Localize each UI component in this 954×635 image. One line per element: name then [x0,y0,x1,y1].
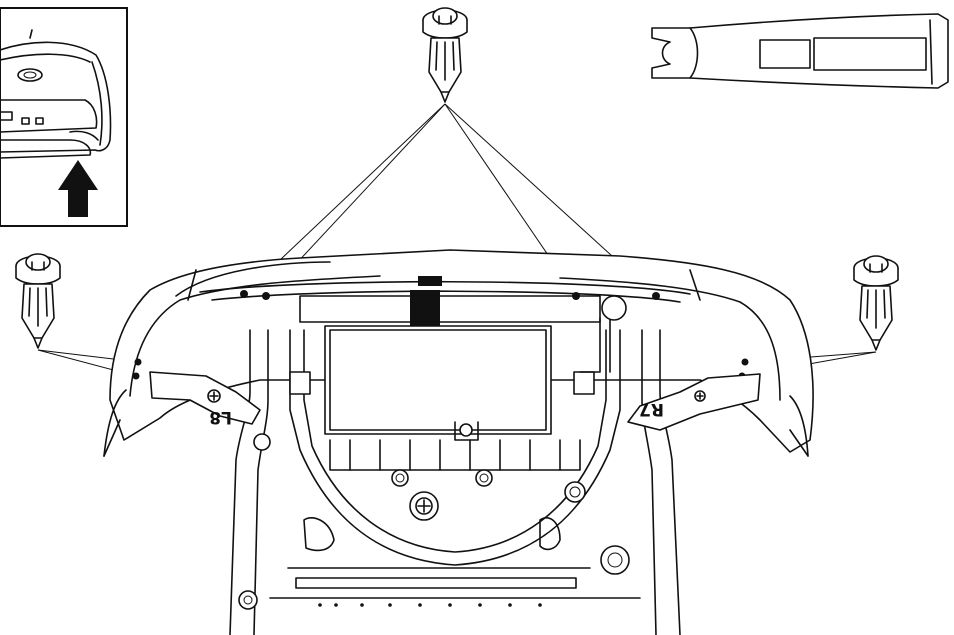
clip-left [15,253,61,349]
left-panel-label: L8 [209,407,232,427]
right-panel-label: R7 [639,399,664,419]
vehicle-inset [0,7,128,227]
up-arrow-icon [58,160,98,217]
clip-right [853,255,899,351]
clip-top [422,7,468,103]
label-left: L8 [209,407,232,427]
clip-remover-tool [651,13,949,89]
rear-body-panel [149,295,761,635]
label-right: R7 [639,399,664,419]
